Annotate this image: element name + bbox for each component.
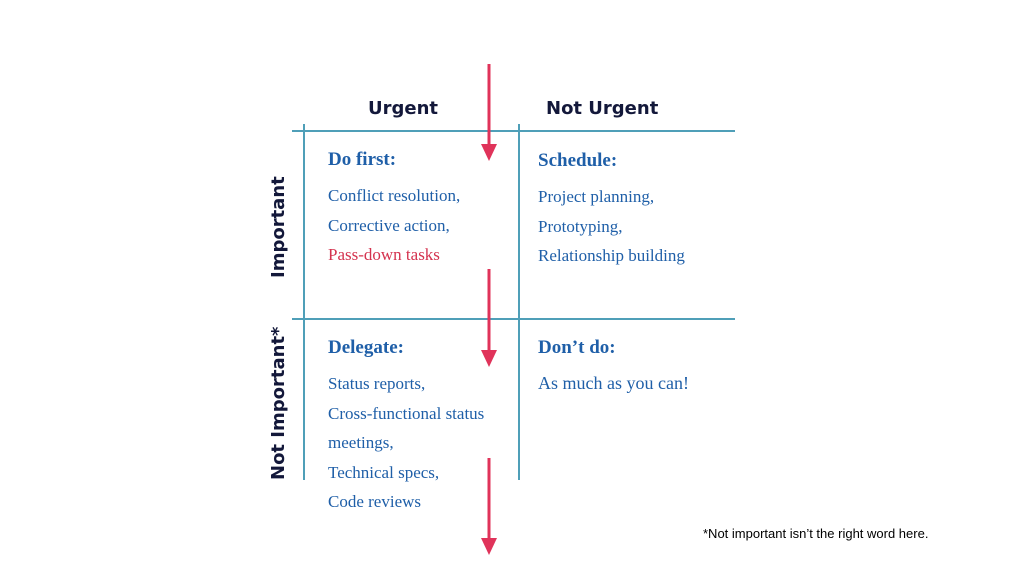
grid-line-middle: [292, 318, 735, 320]
quadrant-item-highlighted: Pass-down tasks: [328, 245, 440, 264]
quadrant-item: meetings,: [328, 433, 394, 452]
quadrant-delegate: Delegate: Status reports, Cross-function…: [328, 337, 484, 517]
quadrant-title: Schedule:: [538, 150, 618, 171]
flow-arrow-down-icon: [481, 64, 497, 161]
quadrant-item: Code reviews: [328, 492, 422, 511]
quadrant-title: Don’t do:: [538, 337, 616, 358]
footnote: *Not important isn’t the right word here…: [703, 526, 929, 541]
grid-line-left: [303, 124, 305, 480]
quadrant-item: Technical specs,: [328, 462, 440, 482]
quadrant-do-first: Do first: Conflict resolution, Correctiv…: [328, 149, 460, 270]
column-heading-not-urgent: Not Urgent: [546, 98, 659, 119]
row-heading-not-important: Not Important*: [268, 326, 289, 480]
quadrant-schedule: Schedule: Project planning, Prototyping,…: [538, 150, 685, 271]
quadrant-item: As much as you can!: [538, 373, 689, 393]
quadrant-item: Cross-functional status: [328, 403, 485, 423]
flow-arrow-down-icon: [481, 269, 497, 367]
flow-arrow-down-icon: [481, 458, 497, 555]
quadrant-title: Delegate:: [328, 337, 404, 358]
quadrant-item: Relationship building: [538, 246, 685, 265]
quadrant-item: Status reports,: [328, 374, 426, 393]
quadrant-item: Conflict resolution,: [328, 186, 461, 205]
quadrant-item: Project planning,: [538, 187, 655, 206]
quadrant-title: Do first:: [328, 149, 397, 170]
column-heading-urgent: Urgent: [368, 98, 439, 119]
row-heading-important: Important: [268, 176, 289, 278]
quadrant-dont-do: Don’t do: As much as you can!: [538, 337, 689, 399]
quadrant-item: Prototyping,: [538, 216, 623, 236]
quadrant-item: Corrective action,: [328, 215, 450, 235]
grid-line-top: [292, 130, 735, 132]
grid-line-center: [518, 124, 520, 480]
